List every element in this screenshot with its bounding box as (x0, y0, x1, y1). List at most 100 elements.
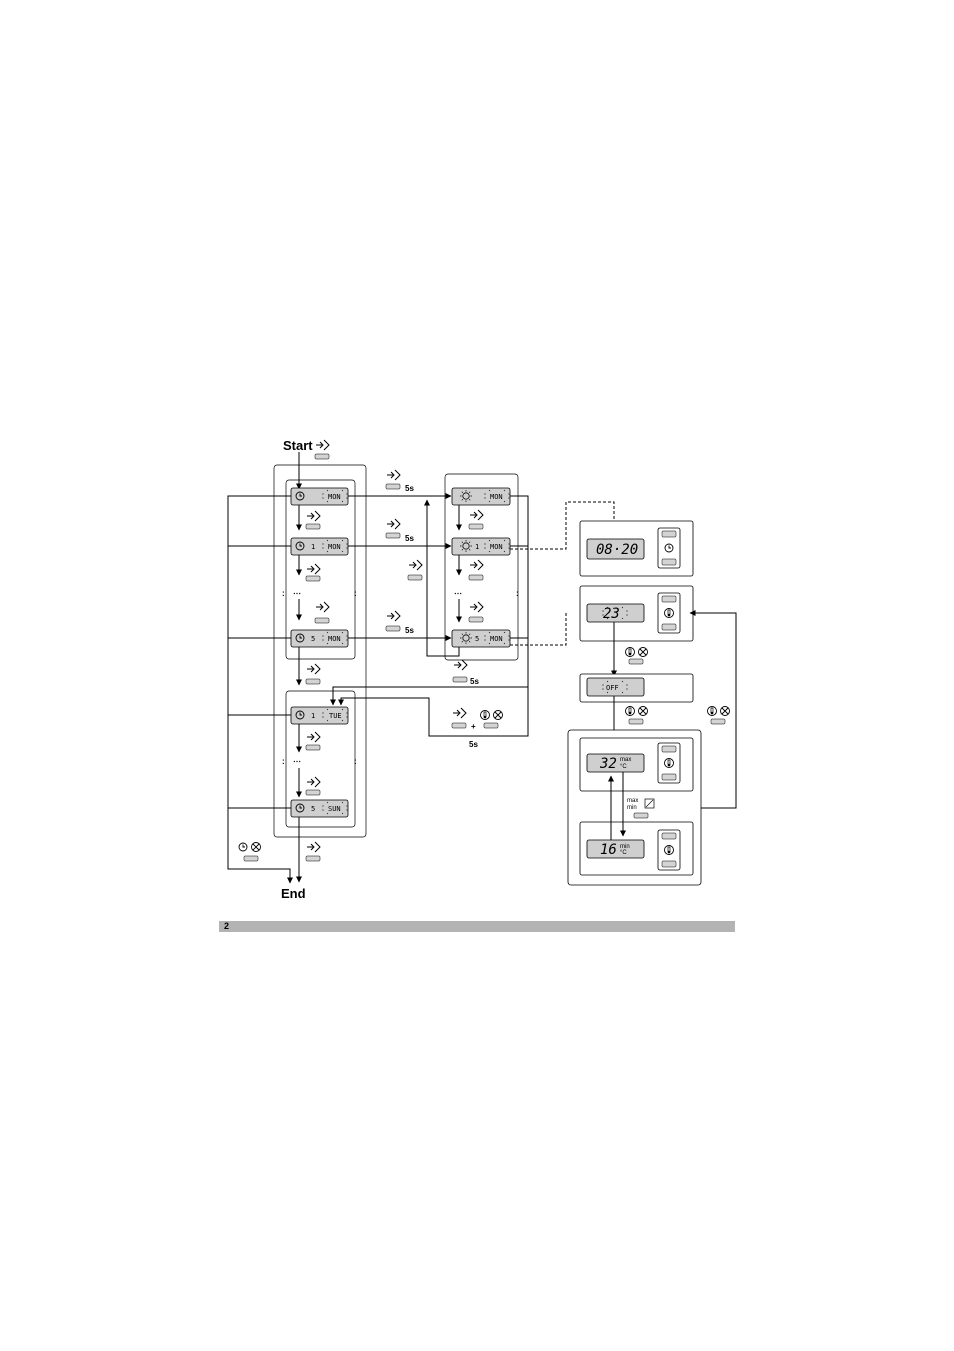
program-number: 1 (311, 543, 315, 551)
day-label: TUE (329, 712, 342, 720)
temp-cancel-button[interactable] (628, 718, 644, 725)
enter-button[interactable] (305, 744, 321, 751)
thermometer-icon (480, 710, 490, 720)
temp-cancel-button[interactable] (483, 722, 499, 729)
ellipsis: ⋯ (293, 589, 301, 598)
enter-button[interactable] (314, 453, 330, 460)
plus-label: + (471, 722, 476, 731)
enter-button[interactable] (305, 523, 321, 530)
hold-time: 5s (405, 534, 414, 543)
page-number: 2 (224, 921, 230, 931)
lcd-program1-tue: 1 TUE (290, 706, 349, 725)
day-label: MON (328, 493, 341, 501)
enter-icon (386, 469, 401, 481)
enter-icon (469, 559, 484, 571)
min-updown-buttons[interactable] (657, 829, 681, 871)
max-value: 32 (599, 756, 617, 772)
time-column-frame (444, 473, 519, 661)
enter-icon (386, 610, 401, 622)
thermometer-icon (625, 647, 635, 657)
enter-icon (306, 510, 321, 522)
lcd-clock-time: 08·20 (586, 538, 645, 560)
enter-icon (306, 841, 321, 853)
enter-icon (306, 663, 321, 675)
ellipsis-left: : (282, 757, 285, 766)
enter-icon (452, 707, 467, 719)
lcd-time-program1-mon: 1 MON (451, 537, 511, 556)
min-value: 16 (600, 842, 617, 858)
program-column-frame (273, 464, 367, 838)
tue-sun-group-frame (285, 690, 356, 828)
hold-time: 5s (405, 626, 414, 635)
svg-text:max: max (627, 798, 638, 804)
crossed-circle-icon (638, 647, 648, 657)
crossed-circle-icon (493, 710, 503, 720)
enter-button[interactable] (385, 625, 401, 632)
deg-unit: °C (620, 850, 627, 856)
day-label: SUN (328, 805, 341, 813)
svg-text:min: min (627, 805, 637, 811)
day-label: MON (490, 635, 503, 643)
enter-button[interactable] (451, 722, 467, 729)
crossed-circle-icon (251, 842, 261, 852)
hold-time: 5s (470, 677, 479, 686)
day-label: MON (328, 635, 341, 643)
min-label: min (620, 844, 630, 850)
max-min-icon: max min (627, 798, 655, 811)
enter-button[interactable] (468, 523, 484, 530)
enter-icon (453, 659, 468, 671)
enter-button[interactable] (385, 532, 401, 539)
enter-button[interactable] (452, 676, 468, 683)
enter-icon (306, 563, 321, 575)
monday-group-frame (285, 479, 356, 660)
temp-updown-buttons[interactable] (657, 592, 681, 634)
day-label: MON (328, 543, 341, 551)
max-updown-buttons[interactable] (657, 742, 681, 784)
crossed-circle-icon (720, 706, 730, 716)
ellipsis-right: : (354, 757, 357, 766)
day-label: MON (490, 493, 503, 501)
lcd-temperature: 23 (586, 603, 645, 623)
enter-button[interactable] (468, 574, 484, 581)
temp-value: 23 (603, 606, 620, 622)
program-number: 1 (475, 543, 479, 551)
crossed-circle-icon (638, 706, 648, 716)
temp-cancel-button[interactable] (710, 718, 726, 725)
enter-icon (469, 601, 484, 613)
enter-icon (306, 776, 321, 788)
enter-button[interactable] (305, 678, 321, 685)
lcd-time-program5-mon: 5 MON (451, 629, 511, 648)
enter-icon (408, 559, 423, 571)
cancel-button[interactable] (243, 855, 259, 862)
footer-bar (219, 921, 735, 932)
ellipsis-right: : (354, 589, 357, 598)
enter-button[interactable] (407, 574, 423, 581)
lcd-off: OFF (586, 677, 645, 697)
enter-button[interactable] (305, 575, 321, 582)
ellipsis: ⋯ (454, 589, 462, 598)
start-label: Start (283, 438, 313, 453)
max-min-button[interactable] (633, 812, 649, 819)
enter-button[interactable] (314, 617, 330, 624)
lcd-max: 32 max °C (586, 753, 645, 773)
max-label: max (620, 757, 631, 763)
clock-value: 08·20 (596, 542, 638, 558)
enter-icon (386, 518, 401, 530)
hold-time: 5s (469, 740, 478, 749)
ellipsis-right: : (516, 589, 519, 598)
lcd-time-mon: MON (451, 487, 511, 506)
lcd-program5-sun: 5 SUN (290, 799, 349, 818)
enter-icon (315, 439, 330, 451)
enter-button[interactable] (305, 855, 321, 862)
program-number: 5 (475, 635, 479, 643)
enter-button[interactable] (385, 483, 401, 490)
ellipsis: ⋯ (293, 757, 301, 766)
enter-button[interactable] (305, 789, 321, 796)
temp-cancel-button[interactable] (628, 658, 644, 665)
lcd-clock-mon: MON (290, 487, 349, 506)
lcd-min: 16 min °C (586, 839, 645, 859)
thermometer-icon (625, 706, 635, 716)
deg-unit: °C (620, 764, 627, 770)
enter-button[interactable] (468, 616, 484, 623)
